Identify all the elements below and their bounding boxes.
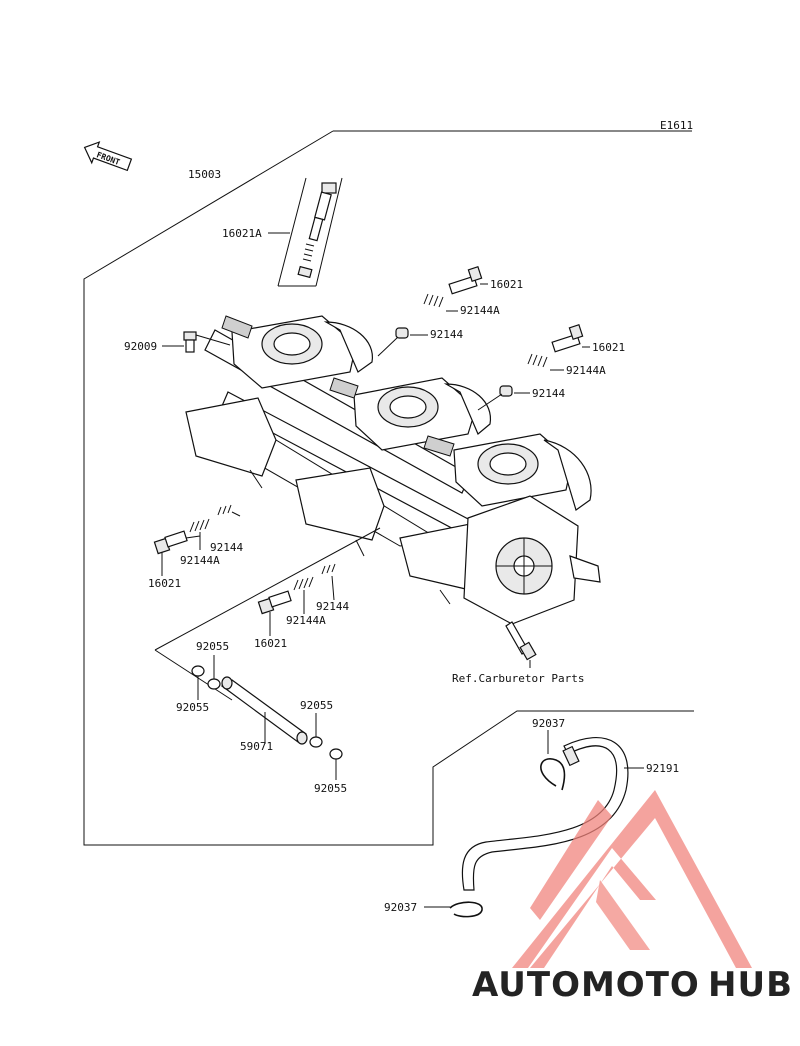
label-92144-a: 92144 (430, 328, 463, 341)
label-92037-b: 92037 (384, 901, 417, 914)
label-92144A-d: 92144A (286, 614, 326, 627)
label-92144A-a: 92144A (460, 304, 500, 317)
label-92144-c: 92144 (210, 541, 243, 554)
clip-92037-upper-icon (540, 758, 566, 791)
screw-16021-lowerleft-icon (153, 530, 188, 555)
spring-92144A-lowermid-icon (293, 576, 314, 591)
group-outline (83, 130, 694, 846)
spring-92144A-upper-icon (423, 293, 444, 308)
oring-92144-lowerleft-icon (217, 504, 232, 516)
oring-92055-d-icon (329, 748, 343, 760)
oring-92055-a-icon (191, 665, 205, 677)
label-92037-a: 92037 (532, 717, 565, 730)
spring-92144A-lowerleft-icon (189, 518, 210, 533)
label-92055-a: 92055 (196, 640, 229, 653)
watermark-text-automoto: AUTOMOTO (472, 965, 700, 1005)
label-16021-c: 16021 (148, 577, 181, 590)
label-15003: 15003 (188, 168, 221, 181)
diagram-code: E1611 (660, 119, 693, 132)
oring-92144-right-icon (499, 385, 513, 397)
reference-note: Ref.Carburetor Parts (452, 672, 584, 685)
watermark-text-hub: HUB (708, 965, 793, 1005)
oring-92144-upper-icon (395, 327, 409, 339)
label-92144-d: 92144 (316, 600, 349, 613)
front-arrow-icon: FRONT (83, 141, 133, 172)
label-92055-c: 92055 (300, 699, 333, 712)
label-92144A-c: 92144A (180, 554, 220, 567)
automotohub-watermark: AUTOMOTO HUB (472, 790, 793, 1005)
label-16021A: 16021A (222, 227, 262, 240)
label-92055-b: 92055 (176, 701, 209, 714)
fuel-pipe-59071-icon (220, 676, 308, 745)
oring-92144-lowermid-icon (321, 563, 336, 575)
oring-92055-b-icon (207, 678, 221, 690)
label-92055-d: 92055 (314, 782, 347, 795)
watermark-triangle-icon (512, 790, 752, 968)
spring-92144A-right-icon (527, 353, 548, 368)
vent-hose-92191-icon (461, 737, 629, 891)
label-92144A-b: 92144A (566, 364, 606, 377)
screw-16021-upper-icon (448, 265, 483, 295)
label-59071: 59071 (240, 740, 273, 753)
callout-labels: 15003 16021A 92009 16021 92144A 92144 16… (124, 168, 679, 914)
label-92144-b: 92144 (532, 387, 565, 400)
carburetor-assembly-icon (185, 315, 601, 661)
screw-92009-icon (183, 331, 231, 353)
label-16021-a: 16021 (490, 278, 523, 291)
jet-needle-assembly-icon (277, 177, 343, 287)
label-16021-d: 16021 (254, 637, 287, 650)
oring-92055-c-icon (309, 736, 323, 748)
label-92191: 92191 (646, 762, 679, 775)
label-16021-b: 16021 (592, 341, 625, 354)
clip-92037-lower-icon (449, 901, 483, 918)
label-92009: 92009 (124, 340, 157, 353)
screw-16021-right-icon (551, 323, 584, 353)
screw-16021-lowermid-icon (257, 590, 292, 615)
